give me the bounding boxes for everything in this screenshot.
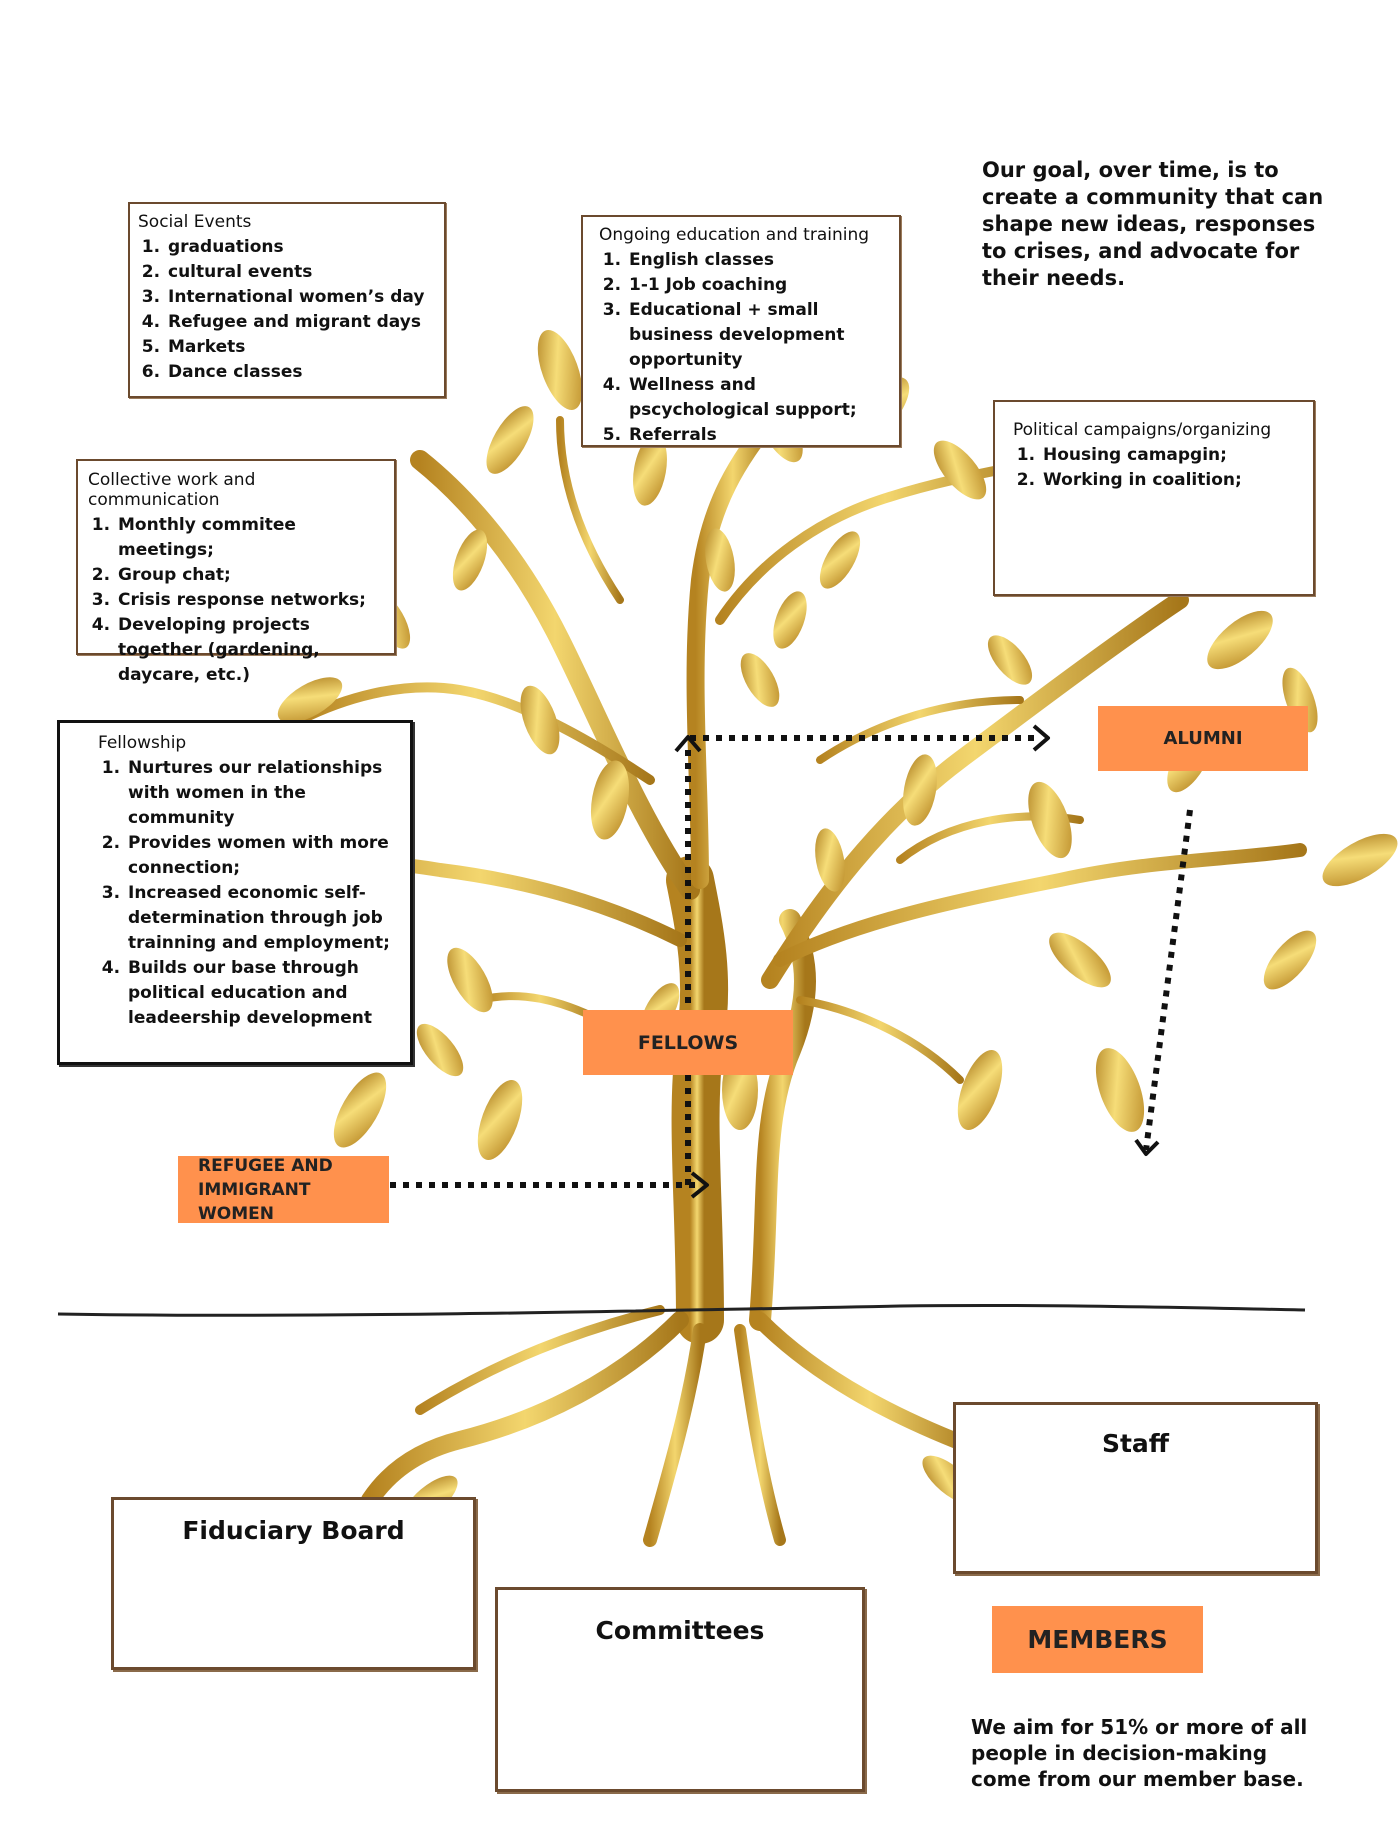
list-item: Markets: [166, 335, 434, 360]
list-item: Working in coalition;: [1041, 468, 1303, 493]
list-item: 1-1 Job coaching: [627, 273, 889, 298]
staff-title: Staff: [1101, 1429, 1170, 1458]
list-item: Nurtures our relationships with women in…: [126, 756, 402, 831]
list-item: cultural events: [166, 260, 434, 285]
goal-statement: Our goal, over time, is to create a comm…: [982, 158, 1324, 290]
list-item: Provides women with more connection;: [126, 831, 402, 881]
social-events-title: Social Events: [138, 212, 252, 232]
members-tag: MEMBERS: [992, 1606, 1203, 1673]
tree-branches: [273, 411, 1307, 1547]
ground-line: [57, 1303, 1306, 1317]
list-item: English classes: [627, 248, 889, 273]
list-item: Monthly commitee meetings;: [116, 513, 386, 563]
list-item: Refugee and migrant days: [166, 310, 434, 335]
fellowship-list: Nurtures our relationships with women in…: [94, 756, 402, 1031]
arrow-heads: [674, 724, 1160, 1199]
list-item: graduations: [166, 235, 434, 260]
political-title: Political campaigns/organizing: [1013, 420, 1272, 440]
list-item: International women’s day: [166, 285, 434, 310]
collective-work-title: Collective work and communication: [88, 470, 256, 510]
fiduciary-board-box: Fiduciary Board: [111, 1497, 476, 1670]
collective-work-box: Collective work and communication Monthl…: [76, 459, 396, 685]
collective-work-list: Monthly commitee meetings; Group chat; C…: [84, 513, 386, 688]
refugee-tag-line1: REFUGEE AND: [198, 1155, 333, 1176]
list-item: Referrals: [627, 423, 889, 448]
list-item: Housing camapgin;: [1041, 443, 1303, 468]
fellows-tag: FELLOWS: [583, 1010, 793, 1075]
refugee-immigrant-women-tag: REFUGEE AND IMMIGRANT WOMEN: [178, 1155, 389, 1224]
list-item: Increased economic self-determination th…: [126, 881, 402, 956]
member-aim-statement: We aim for 51% or more of all people in …: [971, 1715, 1308, 1791]
list-item: Crisis response networks;: [116, 588, 386, 613]
political-list: Housing camapgin; Working in coalition;: [1009, 443, 1303, 493]
social-events-box: Social Events graduations cultural event…: [128, 202, 446, 398]
list-item: Builds our base through political educat…: [126, 956, 402, 1031]
pathway-arrows: [390, 735, 1193, 1188]
committees-title: Committees: [595, 1616, 765, 1645]
refugee-tag-line2: IMMIGRANT WOMEN: [198, 1179, 311, 1224]
committees-box: Committees: [495, 1587, 865, 1792]
education-list: English classes 1-1 Job coaching Educati…: [595, 248, 889, 448]
education-box: Ongoing education and training English c…: [581, 215, 901, 447]
list-item: Dance classes: [166, 360, 434, 385]
alumni-tag: ALUMNI: [1098, 706, 1308, 771]
list-item: Group chat;: [116, 563, 386, 588]
list-item: Wellness and pscychological support;: [627, 373, 889, 423]
list-item: Educational + small business development…: [627, 298, 889, 373]
education-title: Ongoing education and training: [599, 225, 870, 245]
list-item: Developing projects together (gardening,…: [116, 613, 386, 688]
fiduciary-board-title: Fiduciary Board: [182, 1516, 405, 1545]
staff-box: Staff: [953, 1402, 1318, 1574]
political-box: Political campaigns/organizing Housing c…: [993, 400, 1315, 596]
fellowship-title: Fellowship: [98, 733, 187, 753]
social-events-list: graduations cultural events Internationa…: [134, 235, 434, 385]
fellowship-box: Fellowship Nurtures our relationships wi…: [57, 720, 413, 1065]
